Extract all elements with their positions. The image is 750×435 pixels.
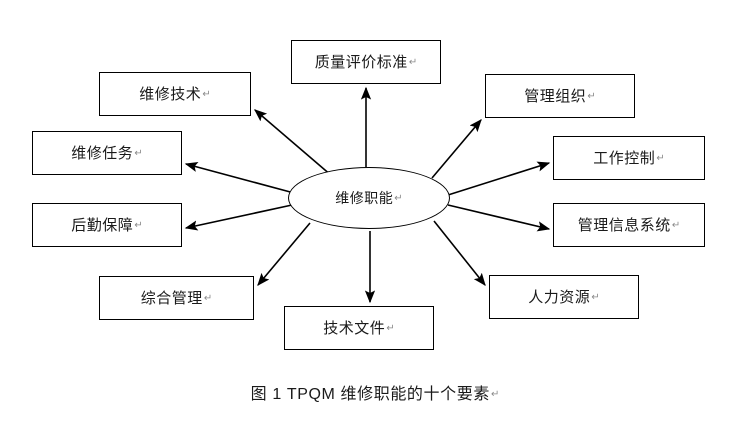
node-label: 管理信息系统↵ <box>578 218 680 233</box>
figure-caption-text: 图 1 TPQM 维修职能的十个要素 <box>250 386 490 403</box>
node-label-text: 后勤保障 <box>71 216 134 234</box>
node-label: 维修任务↵ <box>71 146 142 161</box>
node-comprehensive-management[interactable]: 综合管理↵ <box>99 276 254 320</box>
node-quality-evaluation-standard[interactable]: 质量评价标准↵ <box>291 40 441 84</box>
node-label: 质量评价标准↵ <box>315 55 417 70</box>
node-management-organization[interactable]: 管理组织↵ <box>485 74 635 118</box>
paragraph-mark-icon: ↵ <box>394 193 403 204</box>
node-work-control[interactable]: 工作控制↵ <box>553 136 705 180</box>
node-label-text: 工作控制 <box>593 149 656 167</box>
arrow-to-management-organization <box>431 119 482 179</box>
node-label: 综合管理↵ <box>141 291 212 306</box>
paragraph-mark-icon: ↵ <box>386 322 395 334</box>
arrow-to-human-resources <box>433 220 486 287</box>
arrow-to-logistics-support <box>184 204 293 231</box>
node-label: 工作控制↵ <box>593 151 664 166</box>
arrow-to-management-information-system <box>447 204 551 232</box>
paragraph-mark-icon: ↵ <box>490 389 500 400</box>
node-logistics-support[interactable]: 后勤保障↵ <box>32 203 182 247</box>
node-human-resources[interactable]: 人力资源↵ <box>489 275 639 319</box>
paragraph-mark-icon: ↵ <box>671 219 681 231</box>
node-label-text: 质量评价标准 <box>314 53 408 71</box>
paragraph-mark-icon: ↵ <box>591 291 600 303</box>
paragraph-mark-icon: ↵ <box>202 88 211 100</box>
paragraph-mark-icon: ↵ <box>134 219 143 231</box>
node-label-text: 管理组织 <box>524 87 587 105</box>
node-management-information-system[interactable]: 管理信息系统↵ <box>553 203 705 247</box>
node-label-text: 综合管理 <box>140 289 203 307</box>
node-label: 管理组织↵ <box>524 89 595 104</box>
node-label-text: 技术文件 <box>323 319 386 337</box>
center-node-label: 维修职能↵ <box>335 191 402 205</box>
arrow-to-maintenance-task <box>184 162 295 194</box>
arrow-to-maintenance-technology <box>254 109 333 177</box>
node-label: 人力资源↵ <box>528 290 599 305</box>
paragraph-mark-icon: ↵ <box>134 147 143 159</box>
node-label-text: 人力资源 <box>528 288 591 306</box>
figure-caption: 图 1 TPQM 维修职能的十个要素↵ <box>0 380 750 404</box>
arrow-to-work-control <box>447 161 551 196</box>
paragraph-mark-icon: ↵ <box>408 56 418 68</box>
node-maintenance-technology[interactable]: 维修技术↵ <box>99 72 251 116</box>
paragraph-mark-icon: ↵ <box>656 152 665 164</box>
node-label: 技术文件↵ <box>323 321 394 336</box>
paragraph-mark-icon: ↵ <box>587 90 596 102</box>
node-label: 后勤保障↵ <box>71 218 142 233</box>
arrow-to-comprehensive-management <box>257 222 311 286</box>
paragraph-mark-icon: ↵ <box>203 292 213 304</box>
node-label: 维修技术↵ <box>139 87 210 102</box>
node-label-text: 维修任务 <box>71 144 134 162</box>
node-label-text: 管理信息系统 <box>577 216 671 234</box>
center-node-text: 维修职能 <box>335 190 394 206</box>
node-label-text: 维修技术 <box>139 85 202 103</box>
node-technical-documents[interactable]: 技术文件↵ <box>284 306 434 350</box>
node-maintenance-task[interactable]: 维修任务↵ <box>32 131 182 175</box>
center-node-maintenance-function[interactable]: 维修职能↵ <box>288 167 450 229</box>
